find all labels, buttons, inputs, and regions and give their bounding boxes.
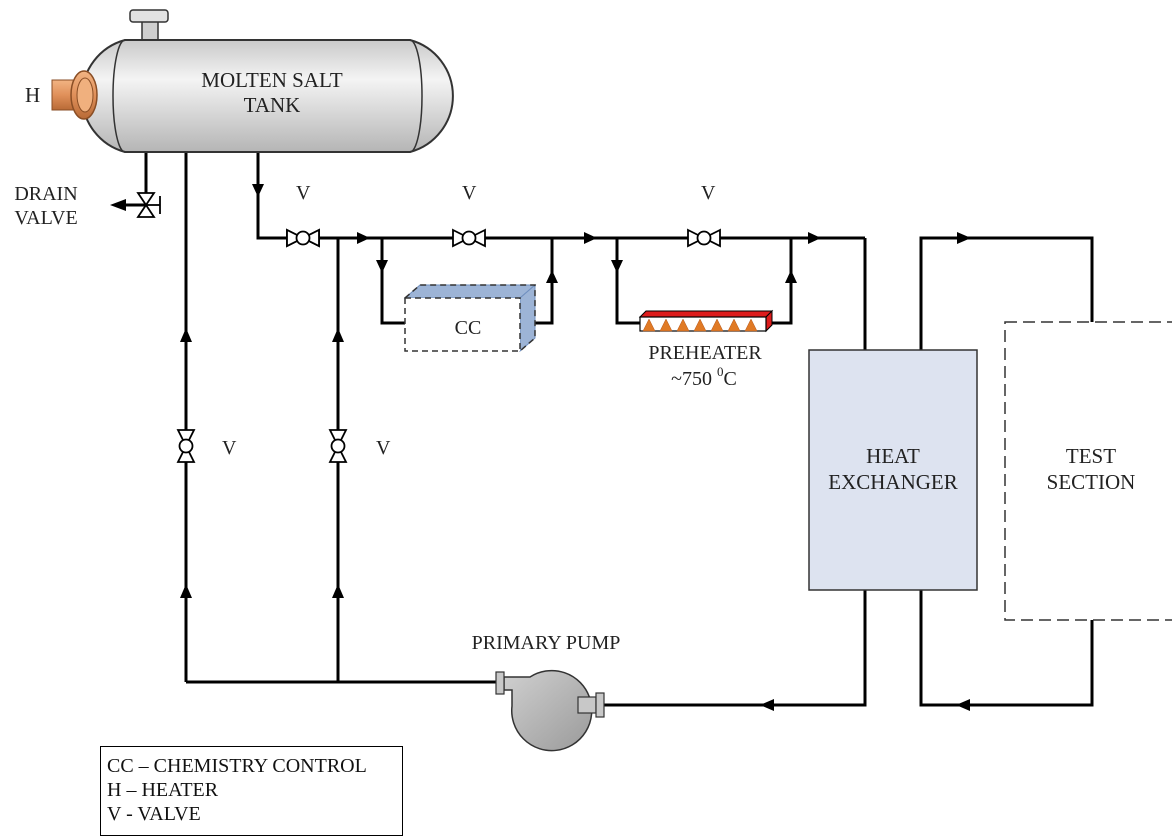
arrow-up (332, 328, 344, 342)
drain-valve-label-line2: VALVE (14, 207, 77, 229)
valve-actuator (696, 230, 712, 246)
pipe-tank-outlet (256, 152, 352, 240)
tank-left-seam (112, 39, 126, 153)
legend-item-cc: CC – CHEMISTRY CONTROL (107, 755, 367, 777)
legend: CC – CHEMISTRY CONTROL H – HEATER V - VA… (100, 746, 403, 836)
chemistry-control-unit: CC (403, 283, 537, 353)
heat-exchanger: HEAT EXCHANGER (808, 349, 978, 591)
pipe-hx-to-pump (604, 590, 867, 707)
arrow-down (611, 260, 623, 273)
pump-inlet-flange (495, 671, 505, 695)
arrow-right (357, 232, 370, 244)
legend-item-v: V - VALVE (107, 803, 201, 825)
cc-front-face (404, 297, 521, 352)
valve-label: V (296, 182, 311, 204)
pipe-secondary-top (919, 236, 1094, 350)
test-section: TEST SECTION (1004, 321, 1172, 621)
arrow-left (760, 699, 774, 711)
tank-top-flange (129, 9, 169, 23)
valve-label: V (376, 437, 391, 459)
arrow-down (376, 260, 388, 273)
pump-casing (503, 669, 593, 752)
preheater: PREHEATER ~750 0C (638, 309, 774, 390)
heater-flange-inner (76, 77, 94, 113)
valve-return-left: V (176, 429, 237, 463)
cc-top-face (403, 284, 537, 299)
pump-label: PRIMARY PUMP (472, 632, 621, 654)
valve-label: V (222, 437, 237, 459)
pipe-cc-loop (380, 238, 405, 325)
preheater-temperature: ~750 0C (671, 364, 737, 390)
valve-main-1: V (286, 182, 320, 248)
valve-main-2: V (452, 182, 486, 248)
flow-arrows (110, 184, 971, 711)
drain-valve-label-line1: DRAIN (14, 183, 77, 205)
drain-valve: DRAIN VALVE (14, 183, 161, 229)
test-section-body (1004, 321, 1172, 621)
arrow-up (785, 270, 797, 283)
valve-actuator (461, 230, 477, 246)
pump-discharge-flange (595, 692, 605, 718)
preheater-top (638, 310, 774, 318)
preheater-flames (642, 318, 758, 332)
valve-label: V (462, 182, 477, 204)
molten-salt-tank: MOLTEN SALT TANK H (25, 9, 454, 153)
valve-actuator (178, 438, 194, 454)
pipe-cc-return (535, 238, 554, 325)
arrow-right (957, 232, 971, 244)
arrow-left (956, 699, 970, 711)
tank-top-nozzle (141, 19, 159, 43)
arrow-up (546, 270, 558, 283)
drain-valve-body-upper (136, 192, 156, 207)
valve-main-3: V (687, 182, 721, 248)
test-section-label-line2: SECTION (1047, 470, 1136, 494)
heat-exchanger-body (808, 349, 978, 591)
pipe-preheater-loop (615, 238, 640, 325)
preheater-label: PREHEATER (648, 342, 762, 364)
legend-item-h: H – HEATER (107, 779, 219, 801)
heat-exchanger-label-line2: EXCHANGER (828, 470, 958, 494)
arrow-right (584, 232, 597, 244)
drain-valve-body-lower (136, 203, 156, 218)
valve-actuator (330, 438, 346, 454)
pipe-secondary-bottom (919, 590, 1094, 707)
primary-pump: PRIMARY PUMP (472, 632, 621, 752)
heater-label: H (25, 83, 40, 107)
arrow-up (332, 584, 344, 598)
pipe-preheater-return (772, 238, 793, 325)
arrow-up (180, 328, 192, 342)
arrow-left (110, 199, 126, 211)
arrow-up (180, 584, 192, 598)
arrow-right (808, 232, 821, 244)
heat-exchanger-label-line1: HEAT (866, 444, 920, 468)
tank-label-line2: TANK (244, 93, 301, 117)
valve-label: V (701, 182, 716, 204)
cc-label: CC (455, 317, 482, 339)
test-section-label-line1: TEST (1066, 444, 1116, 468)
arrow-down (252, 184, 264, 197)
tank-label-line1: MOLTEN SALT (201, 68, 343, 92)
valve-return-middle: V (328, 429, 391, 463)
tank-right-seam (409, 39, 423, 153)
valve-actuator (295, 230, 311, 246)
pump-discharge (577, 696, 597, 714)
